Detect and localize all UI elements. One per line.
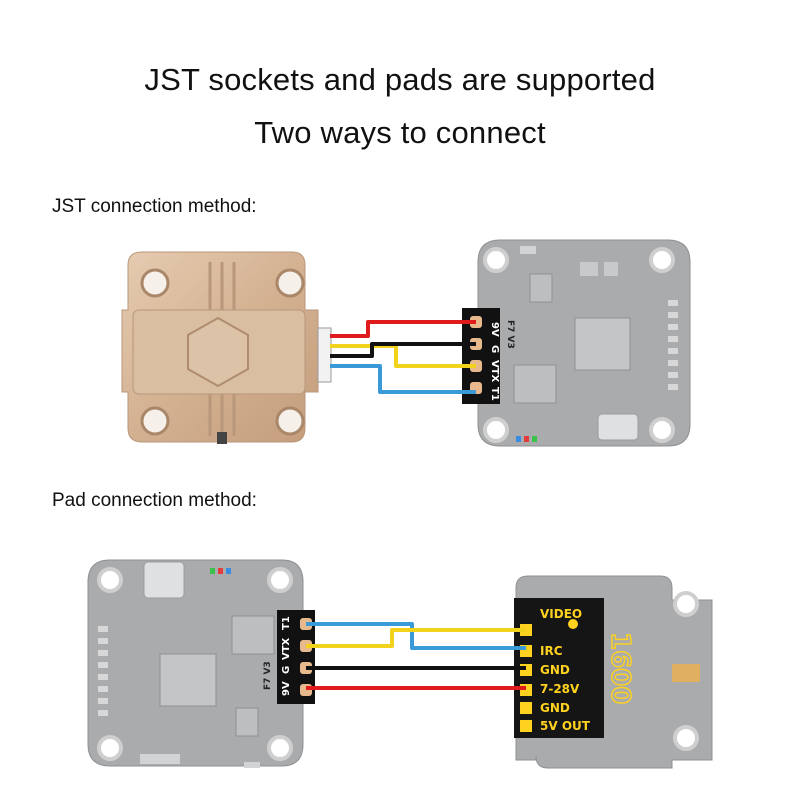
mount-hole <box>267 567 293 593</box>
mount-hole <box>275 406 305 436</box>
title-line-2: Two ways to connect <box>254 115 546 150</box>
usb-c-port <box>597 413 639 441</box>
flight-controller-board-top: 9V G VTX T1 F7 V3 <box>462 239 691 447</box>
mount-hole <box>140 268 170 298</box>
pad-section-label: Pad connection method: <box>52 490 257 511</box>
mount-hole <box>673 725 699 751</box>
wire-black <box>330 342 476 358</box>
title-line-1: JST sockets and pads are supported <box>144 62 656 97</box>
mcu-chip <box>159 653 217 707</box>
wire-red <box>330 320 476 338</box>
flight-controller-board-bottom: 9V G VTX T1 F7 V3 <box>87 559 315 768</box>
jst-socket <box>317 327 332 383</box>
pad-label-irc: IRC <box>540 644 563 658</box>
mount-hole <box>97 735 123 761</box>
mount-hole <box>140 406 170 436</box>
pad-label-5v-out: 5V OUT <box>540 719 591 733</box>
vtx-model-mark: 1600 <box>605 632 635 704</box>
pad-label-video: VIDEO <box>540 607 582 621</box>
pad-label-7-28v: 7-28V <box>540 682 580 696</box>
pin-label-g: G <box>489 345 500 353</box>
mount-hole <box>483 417 509 443</box>
jst-wires <box>330 320 476 394</box>
mount-hole <box>649 417 675 443</box>
vtx-module-jst <box>121 251 332 444</box>
jst-section-label: JST connection method: <box>52 196 257 217</box>
pin-label-vtx: VTX <box>281 637 292 660</box>
mount-hole <box>267 735 293 761</box>
wire-yellow <box>306 628 526 648</box>
pad-label-gnd: GND <box>540 663 570 677</box>
pin-label-t1: T1 <box>489 387 500 401</box>
board-model-label: F7 V3 <box>505 320 515 349</box>
usb-c-port <box>143 561 185 599</box>
pin-label-9v: 9V <box>489 322 500 337</box>
pin-label-t1: T1 <box>281 616 292 630</box>
mount-hole <box>649 247 675 273</box>
wire-yellow <box>330 344 476 368</box>
pad-wires <box>306 622 526 690</box>
board-model-label: F7 V3 <box>263 661 273 690</box>
pin-label-vtx: VTX <box>489 360 500 383</box>
pad-label-gnd-2: GND <box>540 701 570 715</box>
vtx-module-pads: VIDEO IRC GND 7-28V GND 5V OUT 1600 <box>514 575 713 769</box>
wire-blue <box>306 622 526 650</box>
mount-hole <box>275 268 305 298</box>
pin-label-9v: 9V <box>281 681 292 696</box>
wire-blue <box>330 364 476 394</box>
pin-label-g: G <box>281 666 292 674</box>
mcu-chip <box>574 317 631 371</box>
mount-hole <box>97 567 123 593</box>
antenna-connector <box>672 664 700 682</box>
hexagon-emblem <box>187 316 249 388</box>
mount-hole <box>673 591 699 617</box>
mount-hole <box>483 247 509 273</box>
